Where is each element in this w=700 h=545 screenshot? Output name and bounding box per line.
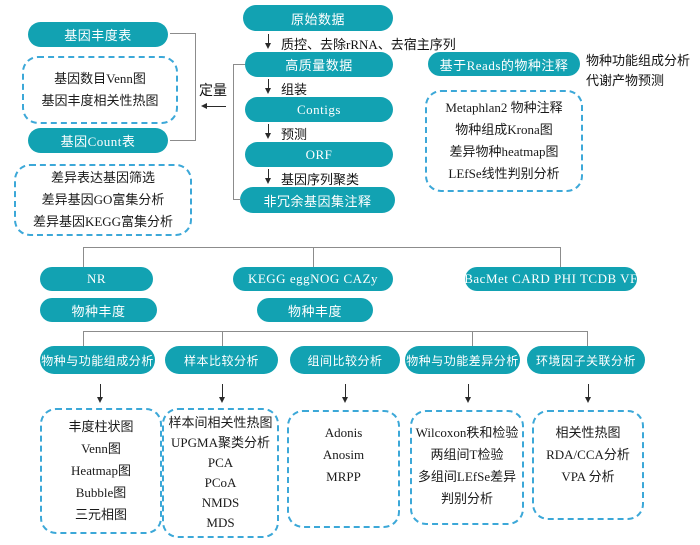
result-item: Anosim [322,447,365,462]
box-diff-gene-outputs: 差异表达基因筛选 差异基因GO富集分析 差异基因KEGG富集分析 [14,164,192,236]
node-gene-count-table: 基因Count表 [28,128,168,153]
node-db-bacmet-card-phi-tcdb-vf: BacMet CARD PHI TCDB VF [464,267,637,291]
node-orf: ORF [245,142,393,167]
node-nonredundant-gene-set: 非冗余基因集注释 [240,187,395,213]
result-item: PCA [207,455,234,470]
result-item: 多组间LEfSe差异 [417,469,517,484]
output-item: Metaphlan2 物种注释 [445,100,563,115]
result-item: NMDS [201,495,240,510]
box-results-sample-comparison: 样本间相关性热图 UPGMA聚类分析 PCA PCoA NMDS MDS [162,408,279,538]
box-results-composition: 丰度柱状图 Venn图 Heatmap图 Bubble图 三元相图 [40,408,162,534]
output-item: 基因数目Venn图 [54,71,146,86]
result-item: VPA 分析 [561,469,615,484]
result-item: 两组间T检验 [430,447,504,462]
result-item: UPGMA聚类分析 [171,435,270,450]
step-label: 基因序列聚类 [281,172,360,187]
box-reads-outputs: Metaphlan2 物种注释 物种组成Krona图 差异物种heatmap图 … [425,90,583,192]
connector-line [587,331,588,346]
node-gene-abundance-table: 基因丰度表 [28,22,168,47]
connector-line [313,247,314,267]
node-high-quality-data: 高质量数据 [245,52,393,77]
node-reads-taxonomy-annotation: 基于Reads的物种注释 [428,52,580,76]
result-item: 相关性热图 [555,425,621,440]
bracket-line [170,140,195,141]
down-arrow [465,384,471,403]
node-analysis-environment-factor: 环境因子关联分析 [527,346,645,374]
down-arrow [585,384,591,403]
result-item: Wilcoxon秩和检验 [415,425,519,440]
step-label: 预测 [281,127,308,142]
node-species-abundance-2: 物种丰度 [257,298,373,322]
result-item: Heatmap图 [71,463,131,478]
connector-line [83,247,84,267]
step-label: 质控、去除rRNA、去宿主序列 [281,37,456,52]
output-item: 基因丰度相关性热图 [41,93,159,108]
connector-line [472,331,473,346]
flow-arrow [265,124,271,139]
result-item: PCoA [204,475,237,490]
result-item: 丰度柱状图 [68,419,134,434]
bracket-line [195,33,196,141]
output-item: 物种组成Krona图 [455,122,553,137]
connector-line [560,247,561,267]
connector-line [83,331,84,346]
output-item: 差异基因GO富集分析 [41,192,165,207]
down-arrow [342,384,348,403]
bracket-line [170,33,195,34]
left-arrow [201,103,226,109]
node-analysis-difference: 物种与功能差异分析 [405,346,520,374]
result-item: Adonis [324,425,363,440]
side-note: 代谢产物预测 [586,73,665,88]
quantify-label: 定量 [199,84,227,99]
connector-line [83,331,587,332]
step-label: 组装 [281,82,308,97]
node-analysis-sample-comparison: 样本比较分析 [165,346,278,374]
node-raw-data: 原始数据 [243,5,393,31]
node-analysis-composition: 物种与功能组成分析 [40,346,155,374]
result-item: Bubble图 [75,485,127,500]
result-item: 判别分析 [440,491,493,506]
output-item: 差异物种heatmap图 [449,144,559,159]
box-results-difference: Wilcoxon秩和检验 两组间T检验 多组间LEfSe差异 判别分析 [410,410,524,525]
node-db-kegg-eggnog-cazy: KEGG eggNOG CAZy [233,267,393,291]
output-item: 差异表达基因筛选 [50,170,155,185]
output-item: LEfSe线性判别分析 [448,166,560,181]
box-gene-abundance-outputs: 基因数目Venn图 基因丰度相关性热图 [22,56,178,124]
result-item: MDS [206,515,235,530]
box-results-group-comparison: Adonis Anosim MRPP [287,410,400,528]
connector-line [83,247,561,248]
bracket-line [233,199,241,200]
node-analysis-group-comparison: 组间比较分析 [290,346,400,374]
down-arrow [97,384,103,403]
node-db-nr: NR [40,267,153,291]
flow-arrow [265,34,271,49]
bracket-line [233,64,234,200]
box-results-environment-factor: 相关性热图 RDA/CCA分析 VPA 分析 [532,410,644,520]
side-note: 物种功能组成分析 [586,53,691,68]
result-item: MRPP [326,469,361,484]
flow-arrow [265,169,271,184]
node-species-abundance-1: 物种丰度 [40,298,157,322]
down-arrow [219,384,225,403]
result-item: 三元相图 [74,507,127,522]
result-item: 样本间相关性热图 [168,415,273,430]
node-contigs: Contigs [245,97,393,122]
output-item: 差异基因KEGG富集分析 [32,214,174,229]
result-item: RDA/CCA分析 [546,447,630,462]
connector-line [222,331,223,346]
bracket-line [233,64,245,65]
flow-arrow [265,79,271,94]
result-item: Venn图 [81,441,121,456]
